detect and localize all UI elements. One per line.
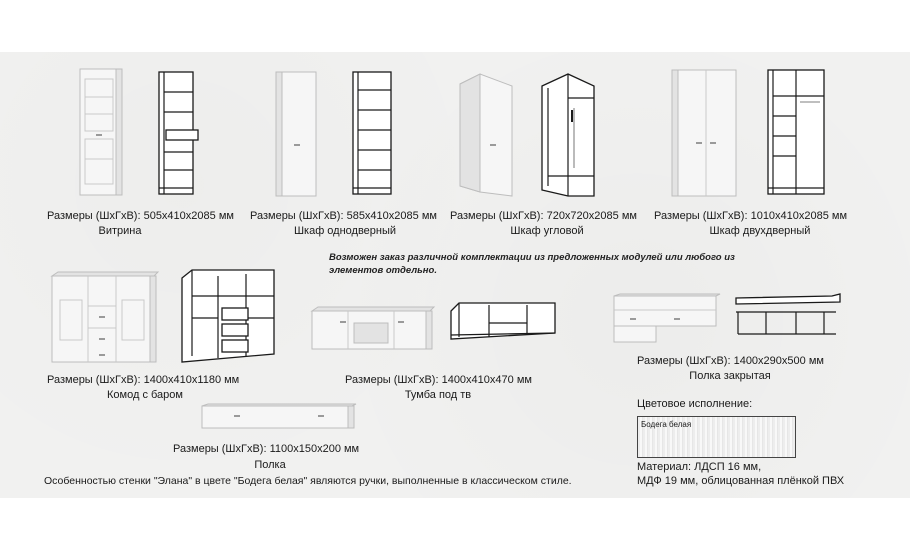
color-swatch: Бодега белая [637, 416, 796, 458]
catalog-page: Размеры (ШхГхВ): 505х410х2085 мм Витрина… [0, 52, 910, 498]
item-dims: Размеры (ШхГхВ): 1400х290х500 мм [637, 355, 824, 367]
item-name: Шкаф угловой [510, 225, 584, 237]
material-line: Материал: ЛДСП 16 мм, [637, 461, 762, 473]
shkaf-uglovoy-frame-image [541, 73, 595, 197]
item-dims: Размеры (ШхГхВ): 505х410х2085 мм [47, 210, 234, 222]
item-name: Полка закрытая [689, 370, 771, 382]
item-dims: Размеры (ШхГхВ): 1100х150х200 мм [173, 443, 360, 455]
polka-front-image [201, 403, 357, 429]
item-name: Шкаф двухдверный [709, 225, 811, 237]
material-line: МДФ 19 мм, облицованная плёнкой ПВХ [637, 475, 845, 487]
item-dims: Размеры (ШхГхВ): 585х410х2085 мм [250, 210, 437, 222]
item-dims: Размеры (ШхГхВ): 720х720х2085 мм [450, 210, 637, 222]
order-note: Возможен заказ различной комплектации из… [329, 251, 735, 277]
tumba-front-image [310, 306, 436, 350]
shkaf-odnodverny-frame-image [352, 71, 392, 195]
shkaf-uglovoy-front-image [459, 73, 513, 197]
item-name: Комод с баром [107, 389, 183, 401]
tumba-frame-image [450, 302, 556, 340]
item-name: Шкаф однодверный [293, 225, 397, 237]
order-note-line: элементов отдельно. [329, 265, 437, 276]
polka-zakrytaya-frame-image [735, 293, 841, 335]
item-name: Витрина [98, 225, 142, 237]
footer-note: Особенностью стенки "Элана" в цвете "Бод… [44, 475, 572, 487]
item-name: Полка [254, 459, 286, 471]
shkaf-dvuhdverny-frame-image [767, 69, 825, 195]
komod-front-image [50, 271, 160, 363]
vitrina-front-image [79, 68, 123, 196]
item-dims: Размеры (ШхГхВ): 1400х410х1180 мм [47, 374, 240, 386]
item-name: Тумба под тв [404, 389, 472, 401]
order-note-line: Возможен заказ различной комплектации из… [329, 252, 735, 263]
swatch-label: Бодега белая [641, 420, 692, 429]
shkaf-dvuhdverny-front-image [671, 69, 737, 197]
vitrina-frame-image [158, 71, 199, 195]
color-title: Цветовое исполнение: [637, 398, 753, 410]
shkaf-odnodverny-front-image [275, 71, 317, 197]
polka-zakrytaya-front-image [613, 293, 721, 343]
komod-frame-image [181, 269, 275, 363]
item-dims: Размеры (ШхГхВ): 1400х410х470 мм [345, 374, 532, 386]
item-dims: Размеры (ШхГхВ): 1010х410х2085 мм [654, 210, 848, 222]
